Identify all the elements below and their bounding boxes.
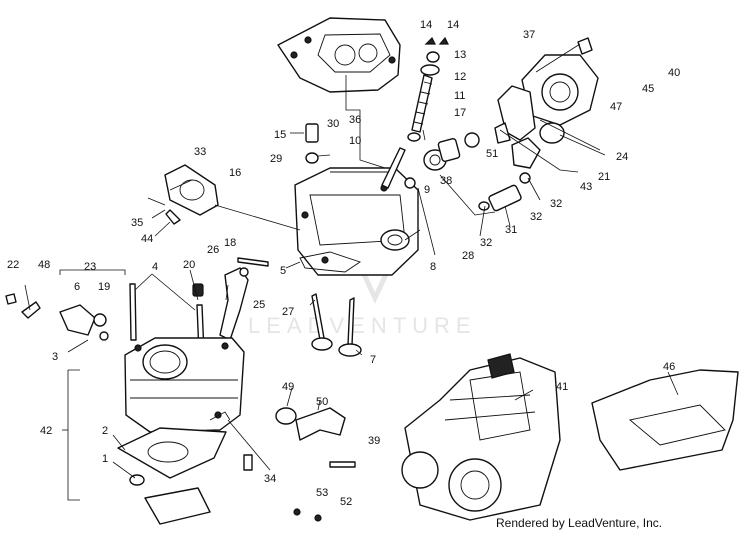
cylinder-head (277, 17, 401, 93)
valve-spring-stack (381, 36, 449, 189)
callout-30: 30 (327, 118, 339, 130)
callout-48: 48 (38, 259, 50, 271)
callout-15: 15 (274, 129, 286, 141)
callout-24: 24 (616, 151, 628, 163)
callout-28: 28 (462, 250, 474, 262)
callout-labels: 14 14 13 12 11 17 37 40 45 47 30 36 10 1… (7, 19, 680, 508)
callout-31: 31 (505, 224, 517, 236)
callout-1: 1 (102, 453, 108, 465)
callout-11: 11 (454, 90, 465, 102)
callout-46: 46 (663, 361, 675, 373)
callout-6: 6 (74, 281, 80, 293)
callout-20: 20 (183, 259, 195, 271)
impeller (511, 137, 541, 169)
callout-37: 37 (523, 29, 535, 41)
bolt-18 (237, 257, 269, 267)
callout-38: 38 (440, 175, 452, 187)
callout-49: 49 (282, 381, 294, 393)
credit-text: Rendered by LeadVenture, Inc. (496, 516, 662, 530)
engine-assembly (401, 353, 561, 521)
pump-shaft-parts (404, 122, 531, 212)
stud (305, 123, 319, 143)
callout-47: 47 (610, 101, 622, 113)
callout-32a: 32 (550, 198, 562, 210)
piston-base (144, 487, 211, 525)
nut (129, 474, 145, 486)
callout-50: 50 (316, 396, 328, 408)
callout-32c: 32 (480, 237, 492, 249)
callout-26: 26 (207, 244, 219, 256)
callout-13: 13 (454, 49, 466, 61)
washer (305, 152, 319, 164)
cylinder (124, 337, 245, 433)
callout-16: 16 (229, 167, 241, 179)
callout-42: 42 (40, 425, 52, 437)
leader-lines (24, 75, 679, 479)
callout-10: 10 (349, 135, 361, 147)
exhaust-valve-assy (5, 293, 109, 341)
callout-8: 8 (430, 261, 436, 273)
callout-3: 3 (52, 351, 58, 363)
callout-52: 52 (340, 496, 352, 508)
callout-34: 34 (264, 473, 276, 485)
callout-9: 9 (424, 184, 430, 196)
water-pump (521, 37, 599, 144)
callout-44: 44 (141, 233, 153, 245)
watermark-text: LEADVENTURE (248, 313, 477, 338)
callout-22: 22 (7, 259, 19, 271)
callout-32b: 32 (530, 211, 542, 223)
callout-12: 12 (454, 71, 466, 83)
callout-17: 17 (454, 107, 466, 119)
callout-25: 25 (253, 299, 265, 311)
callout-36: 36 (349, 114, 361, 126)
callout-21: 21 (598, 171, 610, 183)
callout-19: 19 (98, 281, 110, 293)
elbow (295, 407, 346, 441)
callout-5: 5 (280, 265, 286, 277)
callout-43: 43 (580, 181, 592, 193)
callout-51: 51 (486, 148, 498, 160)
callout-33: 33 (194, 146, 206, 158)
callout-2: 2 (102, 425, 108, 437)
callout-29: 29 (270, 153, 282, 165)
callout-35: 35 (131, 217, 143, 229)
callout-14a: 14 (420, 19, 432, 31)
engine-case (294, 167, 419, 276)
callout-45: 45 (642, 83, 654, 95)
case-gasket (299, 251, 362, 273)
callout-7: 7 (370, 354, 376, 366)
callout-27: 27 (282, 306, 294, 318)
bracket (219, 267, 249, 341)
base-gasket (117, 427, 227, 479)
callout-4: 4 (152, 261, 158, 273)
engine-cover (591, 369, 739, 471)
valves (311, 293, 362, 357)
callout-41: 41 (556, 381, 568, 393)
callout-39: 39 (368, 435, 380, 447)
callout-14b: 14 (447, 19, 459, 31)
callout-23: 23 (84, 261, 96, 273)
intake-manifold (147, 164, 301, 231)
o-ring (275, 407, 297, 425)
bolts (243, 454, 356, 522)
callout-18: 18 (224, 237, 236, 249)
callout-53: 53 (316, 487, 328, 499)
callout-40: 40 (668, 67, 680, 79)
